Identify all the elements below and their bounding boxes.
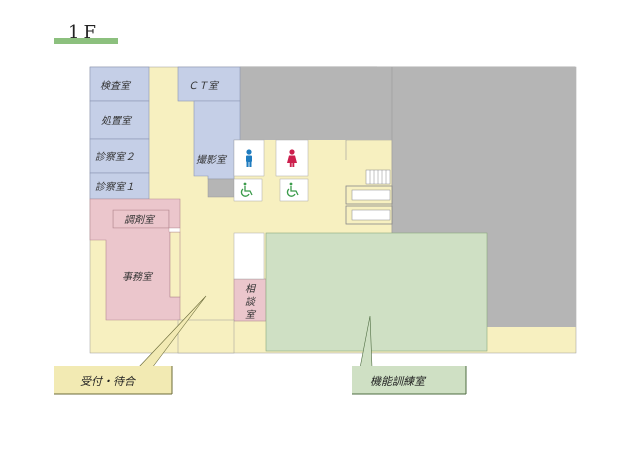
accessible-toilet-1 [233, 178, 263, 202]
room-shochi: 処置室 [89, 100, 150, 140]
wheelchair-icon [240, 182, 253, 197]
callout-rehab-box [352, 366, 466, 394]
callout-rehab-label: 機能訓練室 [370, 375, 427, 388]
entrance-area [177, 319, 235, 354]
toilet-female [275, 139, 309, 177]
room-label-sodan-3: 室 [245, 309, 257, 321]
room-shinsatsu1: 診察室１ [89, 172, 150, 200]
elevator-1 [345, 185, 393, 205]
jimu-counter-inner [168, 227, 181, 233]
room-chozai: 調剤室 [112, 209, 170, 229]
satsuei-annex [207, 178, 235, 198]
floor-title: 1F [68, 22, 100, 43]
stairs [365, 169, 391, 185]
room-rehab [265, 232, 488, 352]
room-ct: ＣＴ室 [177, 66, 241, 102]
room-label-satsuei: 撮影室 [196, 154, 228, 166]
room-label-shochi: 処置室 [101, 115, 133, 127]
floor-title-group: 1F [54, 22, 118, 44]
room-label-sodan-2: 談 [245, 296, 257, 308]
toilet-male [233, 139, 265, 177]
accessible-toilet-2 [279, 178, 309, 202]
room-label-sodan-1: 相 [245, 283, 257, 295]
room-label-chozai: 調剤室 [124, 214, 156, 226]
room-shinsatsu2: 診察室２ [89, 138, 150, 174]
callout-reception-label: 受付・待合 [80, 375, 137, 388]
callout-rehab: 機能訓練室 [352, 315, 467, 395]
room-label-shinsatsu2: 診察室２ [95, 151, 135, 163]
male-toilet-icon [246, 149, 252, 167]
gray-area-top-right [346, 67, 392, 82]
room-label-kensa: 検査室 [100, 80, 132, 92]
room-label-ct: ＣＴ室 [188, 80, 220, 92]
elevator-2 [345, 205, 393, 225]
callout-reception-box [54, 366, 172, 394]
room-label-jimu: 事務室 [122, 271, 154, 283]
floor-title-bar [54, 38, 118, 44]
wheelchair-icon [286, 182, 299, 197]
storage-room [233, 232, 265, 280]
callout-reception: 受付・待合 [54, 295, 207, 395]
room-sodan: 相 談 室 [233, 278, 267, 322]
room-kensa: 検査室 [89, 66, 150, 102]
female-toilet-icon [287, 149, 297, 167]
room-satsuei: 撮影室 [193, 100, 241, 180]
jimu-counter [169, 231, 181, 298]
room-label-shinsatsu1: 診察室１ [95, 181, 135, 193]
